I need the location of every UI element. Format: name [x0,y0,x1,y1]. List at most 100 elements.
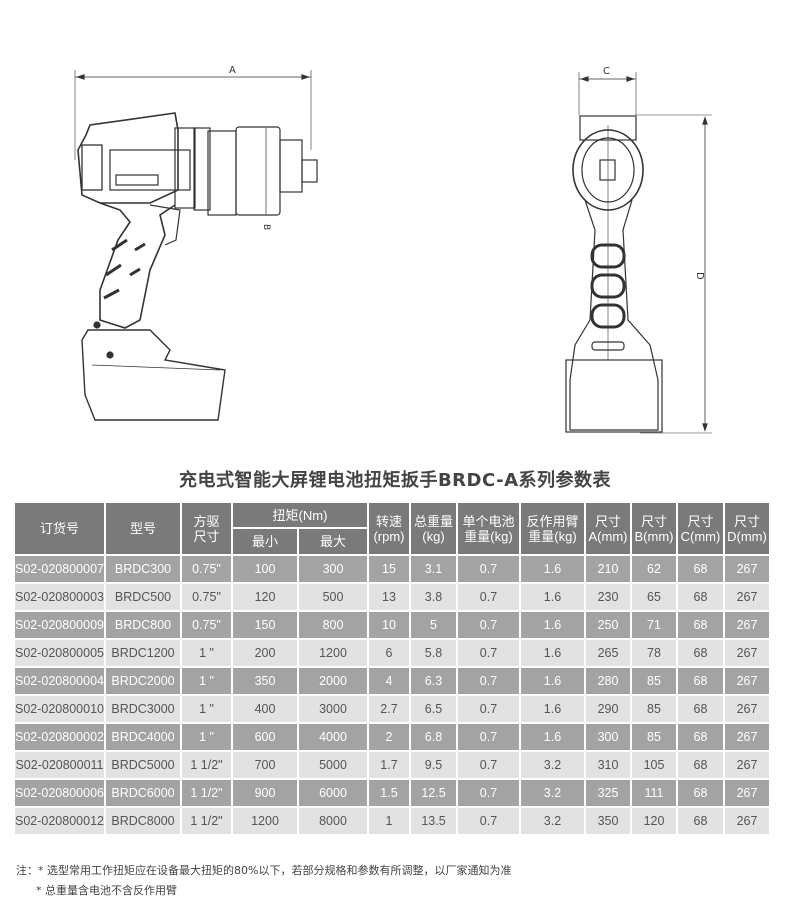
cell-dim-c: 68 [678,724,723,750]
cell-torque-max: 6000 [299,780,367,806]
wrench-dimension-drawing: A B C D [74,65,712,434]
cell-dim-b: 105 [632,752,676,778]
cell-drive: 0.75" [182,556,231,582]
cell-arm-weight: 1.6 [521,668,584,694]
cell-dim-b: 85 [632,724,676,750]
cell-dim-c: 68 [678,780,723,806]
dimension-d-label: D [694,272,705,280]
cell-order-no: S02-020800005 [15,640,104,666]
cell-battery-weight: 0.7 [458,556,519,582]
cell-drive: 0.75" [182,612,231,638]
cell-speed: 2 [369,724,409,750]
cell-model: BRDC500 [106,584,180,610]
cell-speed: 2.7 [369,696,409,722]
cell-drive: 1 " [182,668,231,694]
cell-dim-b: 120 [632,808,676,834]
cell-speed: 4 [369,668,409,694]
cell-dim-d: 267 [725,724,769,750]
notes: 注：* 选型常用工作扭矩应在设备最大扭矩的80%以下，若部分规格和参数有所调整，… [16,861,511,901]
cell-weight: 13.5 [411,808,456,834]
cell-weight: 6.3 [411,668,456,694]
cell-drive: 1 1/2" [182,808,231,834]
cell-order-no: S02-020800003 [15,584,104,610]
cell-dim-c: 68 [678,556,723,582]
cell-order-no: S02-020800009 [15,612,104,638]
cell-torque-min: 200 [233,640,297,666]
cell-torque-min: 100 [233,556,297,582]
cell-dim-a: 300 [586,724,630,750]
cell-arm-weight: 1.6 [521,696,584,722]
header-dim-c: 尺寸C(mm) [678,503,723,554]
cell-dim-d: 267 [725,780,769,806]
cell-weight: 5.8 [411,640,456,666]
cell-model: BRDC8000 [106,808,180,834]
header-battery-weight: 单个电池重量(kg) [458,503,519,554]
cell-arm-weight: 1.6 [521,640,584,666]
cell-torque-max: 300 [299,556,367,582]
cell-arm-weight: 1.6 [521,556,584,582]
cell-torque-max: 4000 [299,724,367,750]
cell-dim-b: 85 [632,696,676,722]
cell-dim-d: 267 [725,556,769,582]
cell-dim-b: 111 [632,780,676,806]
cell-dim-c: 68 [678,668,723,694]
cell-dim-a: 230 [586,584,630,610]
note-line-1: 注：* 选型常用工作扭矩应在设备最大扭矩的80%以下，若部分规格和参数有所调整，… [16,864,512,877]
cell-arm-weight: 1.6 [521,724,584,750]
cell-dim-d: 267 [725,696,769,722]
cell-speed: 6 [369,640,409,666]
cell-dim-b: 78 [632,640,676,666]
cell-dim-d: 267 [725,808,769,834]
cell-torque-min: 1200 [233,808,297,834]
cell-torque-min: 700 [233,752,297,778]
cell-dim-a: 310 [586,752,630,778]
cell-arm-weight: 1.6 [521,612,584,638]
cell-weight: 6.5 [411,696,456,722]
cell-torque-min: 150 [233,612,297,638]
cell-dim-d: 267 [725,668,769,694]
cell-weight: 5 [411,612,456,638]
header-dim-d: 尺寸D(mm) [725,503,769,554]
cell-dim-b: 65 [632,584,676,610]
cell-drive: 1 1/2" [182,780,231,806]
cell-model: BRDC300 [106,556,180,582]
cell-battery-weight: 0.7 [458,752,519,778]
cell-drive: 1 " [182,640,231,666]
cell-torque-max: 5000 [299,752,367,778]
cell-dim-d: 267 [725,612,769,638]
cell-dim-a: 265 [586,640,630,666]
front-view-drawing: C D [565,66,712,434]
spec-table: 订货号 型号 方驱尺寸 扭矩(Nm) 转速(rpm) 总重量(kg) 单个电池重… [13,501,771,836]
cell-dim-d: 267 [725,584,769,610]
cell-speed: 15 [369,556,409,582]
cell-dim-a: 290 [586,696,630,722]
header-torque-max: 最大 [299,529,367,554]
header-drive: 方驱尺寸 [182,503,231,554]
cell-dim-a: 325 [586,780,630,806]
cell-dim-c: 68 [678,640,723,666]
cell-order-no: S02-020800012 [15,808,104,834]
header-model: 型号 [106,503,180,554]
cell-dim-a: 280 [586,668,630,694]
cell-speed: 13 [369,584,409,610]
cell-model: BRDC800 [106,612,180,638]
cell-model: BRDC3000 [106,696,180,722]
cell-dim-c: 68 [678,584,723,610]
cell-torque-min: 350 [233,668,297,694]
cell-drive: 1 1/2" [182,752,231,778]
dimension-c-label: C [603,66,610,77]
cell-arm-weight: 3.2 [521,752,584,778]
cell-torque-max: 8000 [299,808,367,834]
cell-order-no: S02-020800011 [15,752,104,778]
cell-model: BRDC6000 [106,780,180,806]
cell-torque-min: 600 [233,724,297,750]
header-arm-weight: 反作用臂重量(kg) [521,503,584,554]
cell-dim-b: 85 [632,668,676,694]
